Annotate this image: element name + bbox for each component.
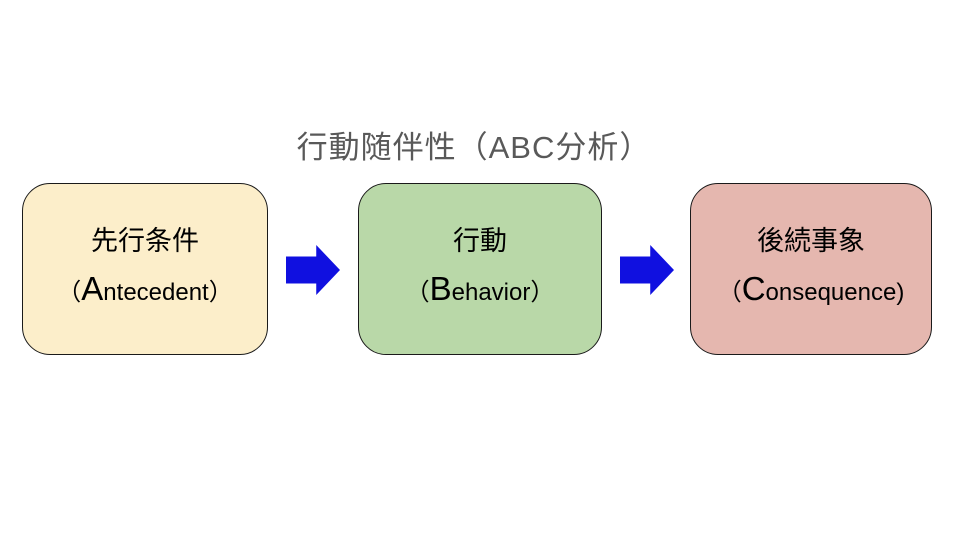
antecedent-label-jp: 先行条件 [91,226,199,257]
behavior-label-jp: 行動 [453,226,507,257]
paren-close: ） [208,278,233,306]
paren-close: ) [896,278,905,306]
word-rest: onsequence [765,278,897,306]
right-arrow-icon [286,245,340,295]
word-rest: ntecedent [103,278,209,306]
initial-letter: C [741,269,766,307]
paren-open: （ [405,278,430,306]
paren-open: （ [717,278,742,306]
initial-letter: B [429,269,452,307]
initial-letter: A [81,269,104,307]
word-rest: ehavior [451,278,531,306]
paren-close: ） [530,278,555,306]
consequence-label-jp: 後続事象 [757,226,865,257]
paren-open: （ [57,278,82,306]
diagram-title: 行動随伴性（ABC分析） [296,130,652,165]
right-arrow-icon [620,245,674,295]
